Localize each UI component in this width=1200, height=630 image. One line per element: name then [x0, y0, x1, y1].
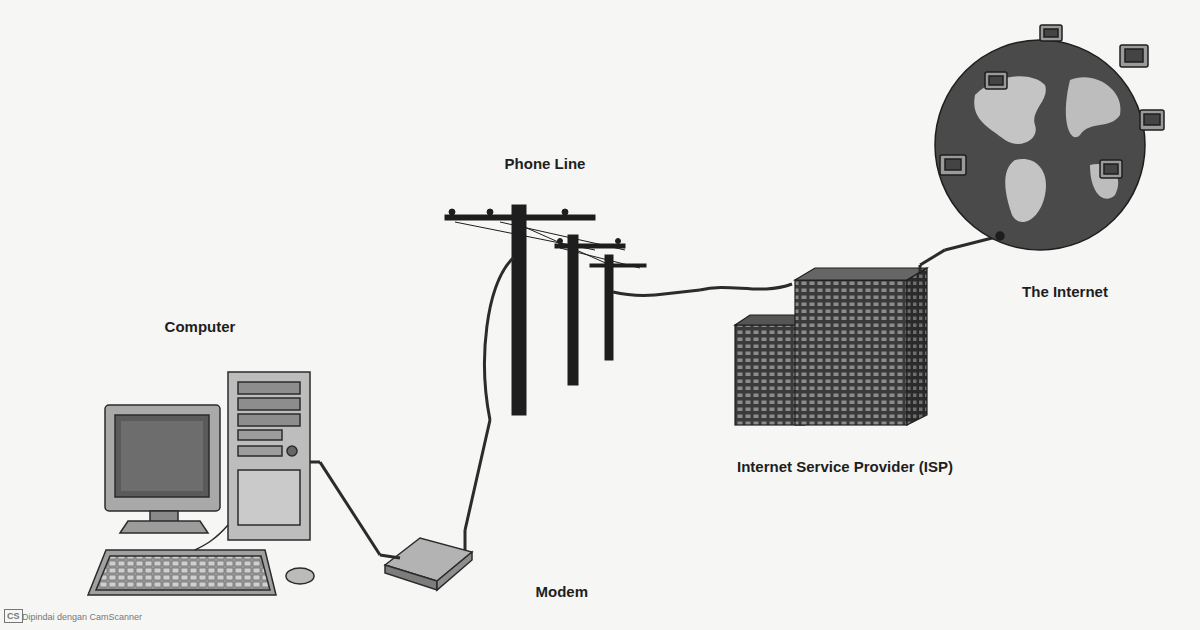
picture-node: Computer: [80, 318, 320, 600]
picture-node: The Internet: [945, 20, 1185, 300]
modem-picture: [380, 530, 472, 590]
picture-node: Modem: [380, 530, 590, 600]
watermark-logo: CS: [4, 609, 23, 623]
node-label: Phone Line: [503, 155, 588, 172]
node-label: The Internet: [1020, 283, 1110, 300]
node-label: Internet Service Provider (ISP): [735, 458, 955, 475]
cable-connector: [655, 290, 700, 295]
node-label: Computer: [163, 318, 238, 335]
watermark-text: Dipindai dengan CamScanner: [22, 611, 142, 623]
isp-building-picture: [700, 265, 927, 425]
globe-picture: [935, 25, 1164, 250]
cable-connector: [920, 250, 945, 265]
picture-node: Internet Service Provider (ISP): [700, 265, 990, 475]
phone-pole-picture: [445, 205, 655, 420]
node-label: Modem: [534, 583, 591, 600]
cable-connector: [320, 462, 380, 555]
computer-picture: [88, 372, 320, 595]
picture-node: Phone Line: [435, 155, 655, 420]
cable-connector: [465, 420, 490, 530]
